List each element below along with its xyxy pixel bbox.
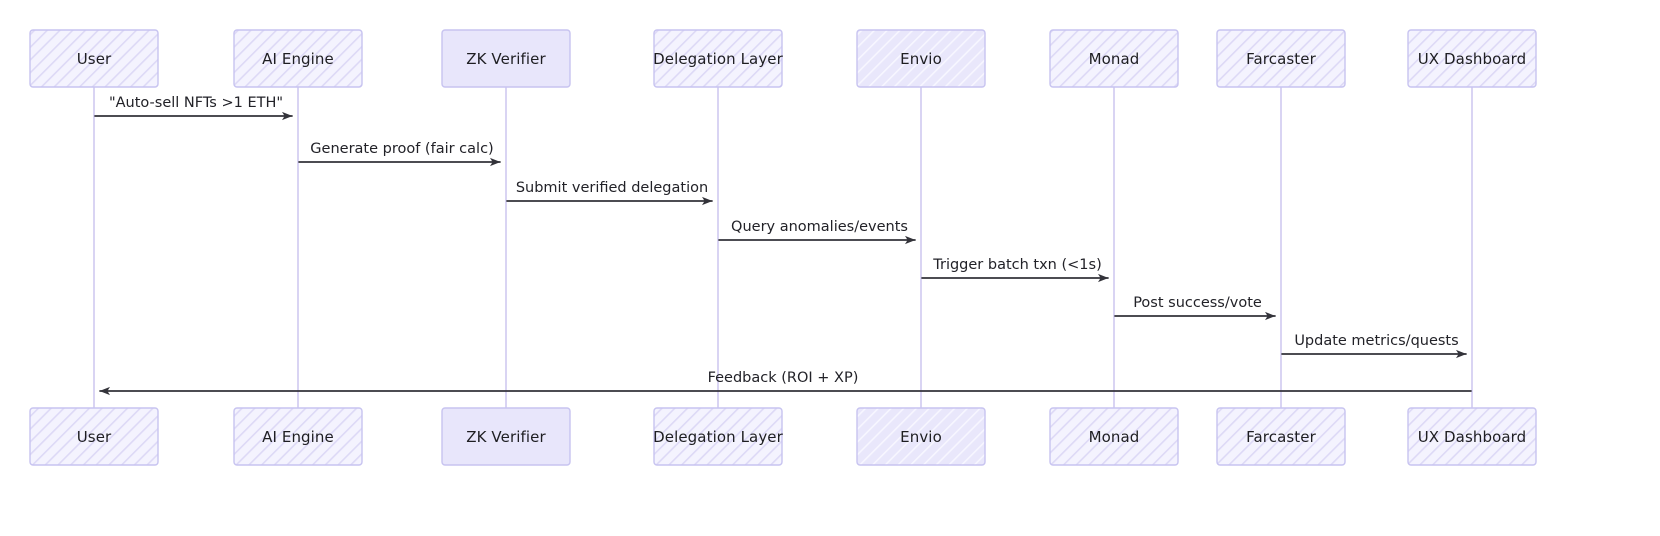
- actor-label-top-ux-dash: UX Dashboard: [1418, 50, 1527, 68]
- actor-label-top-delegation: Delegation Layer: [653, 50, 784, 68]
- actor-label-top-zk-verifier: ZK Verifier: [466, 50, 546, 68]
- actor-label-top-monad: Monad: [1089, 50, 1140, 68]
- lifelines-group: [93, 87, 1473, 408]
- actor-label-bottom-ai-engine: AI Engine: [262, 428, 334, 446]
- message-label-5: Post success/vote: [1133, 295, 1262, 311]
- actor-box-top-zk-verifier[interactable]: [441, 29, 571, 88]
- message-label-7: Feedback (ROI + XP): [708, 370, 859, 386]
- actor-label-bottom-ux-dash: UX Dashboard: [1418, 428, 1527, 446]
- actor-box-top-user[interactable]: [29, 29, 159, 88]
- actor-box-top-envio[interactable]: [856, 29, 986, 88]
- actor-box-bottom-envio[interactable]: [856, 407, 986, 466]
- actor-label-top-user: User: [77, 50, 112, 68]
- message-label-6: Update metrics/quests: [1294, 333, 1458, 349]
- actor-label-top-farcaster: Farcaster: [1246, 50, 1316, 68]
- bottom-actor-boxes: User AI Engine ZK Verifier Delegation Layer…: [29, 407, 1537, 466]
- actor-box-bottom-farcaster[interactable]: [1216, 407, 1346, 466]
- message-label-0: "Auto-sell NFTs >1 ETH": [109, 95, 283, 111]
- actor-box-bottom-user[interactable]: [29, 407, 159, 466]
- actor-label-bottom-monad: Monad: [1089, 428, 1140, 446]
- actor-box-top-monad[interactable]: [1049, 29, 1179, 88]
- actor-box-top-ai-engine[interactable]: [233, 29, 363, 88]
- messages-group: "Auto-sell NFTs >1 ETH" Generate proof (f…: [94, 95, 1472, 396]
- actor-box-top-delegation[interactable]: [653, 29, 783, 88]
- actor-label-top-ai-engine: AI Engine: [262, 50, 334, 68]
- top-actor-boxes: User AI Engine ZK Verifier Delegation Layer…: [29, 29, 1537, 88]
- message-label-2: Submit verified delegation: [516, 180, 708, 196]
- message-label-3: Query anomalies/events: [731, 219, 908, 235]
- actor-label-bottom-delegation: Delegation Layer: [653, 428, 784, 446]
- actor-label-bottom-envio: Envio: [900, 428, 942, 446]
- actor-label-bottom-user: User: [77, 428, 112, 446]
- actor-label-top-envio: Envio: [900, 50, 942, 68]
- actor-label-bottom-farcaster: Farcaster: [1246, 428, 1316, 446]
- actor-box-top-ux-dash[interactable]: [1407, 29, 1537, 88]
- actor-label-bottom-zk-verifier: ZK Verifier: [466, 428, 546, 446]
- actor-box-top-farcaster[interactable]: [1216, 29, 1346, 88]
- message-label-1: Generate proof (fair calc): [310, 141, 493, 157]
- actor-box-bottom-ux-dash[interactable]: [1407, 407, 1537, 466]
- message-label-4: Trigger batch txn (<1s): [932, 257, 1101, 273]
- actor-box-bottom-delegation[interactable]: [653, 407, 783, 466]
- actor-box-bottom-monad[interactable]: [1049, 407, 1179, 466]
- actor-box-bottom-ai-engine[interactable]: [233, 407, 363, 466]
- actor-box-bottom-zk-verifier[interactable]: [441, 407, 571, 466]
